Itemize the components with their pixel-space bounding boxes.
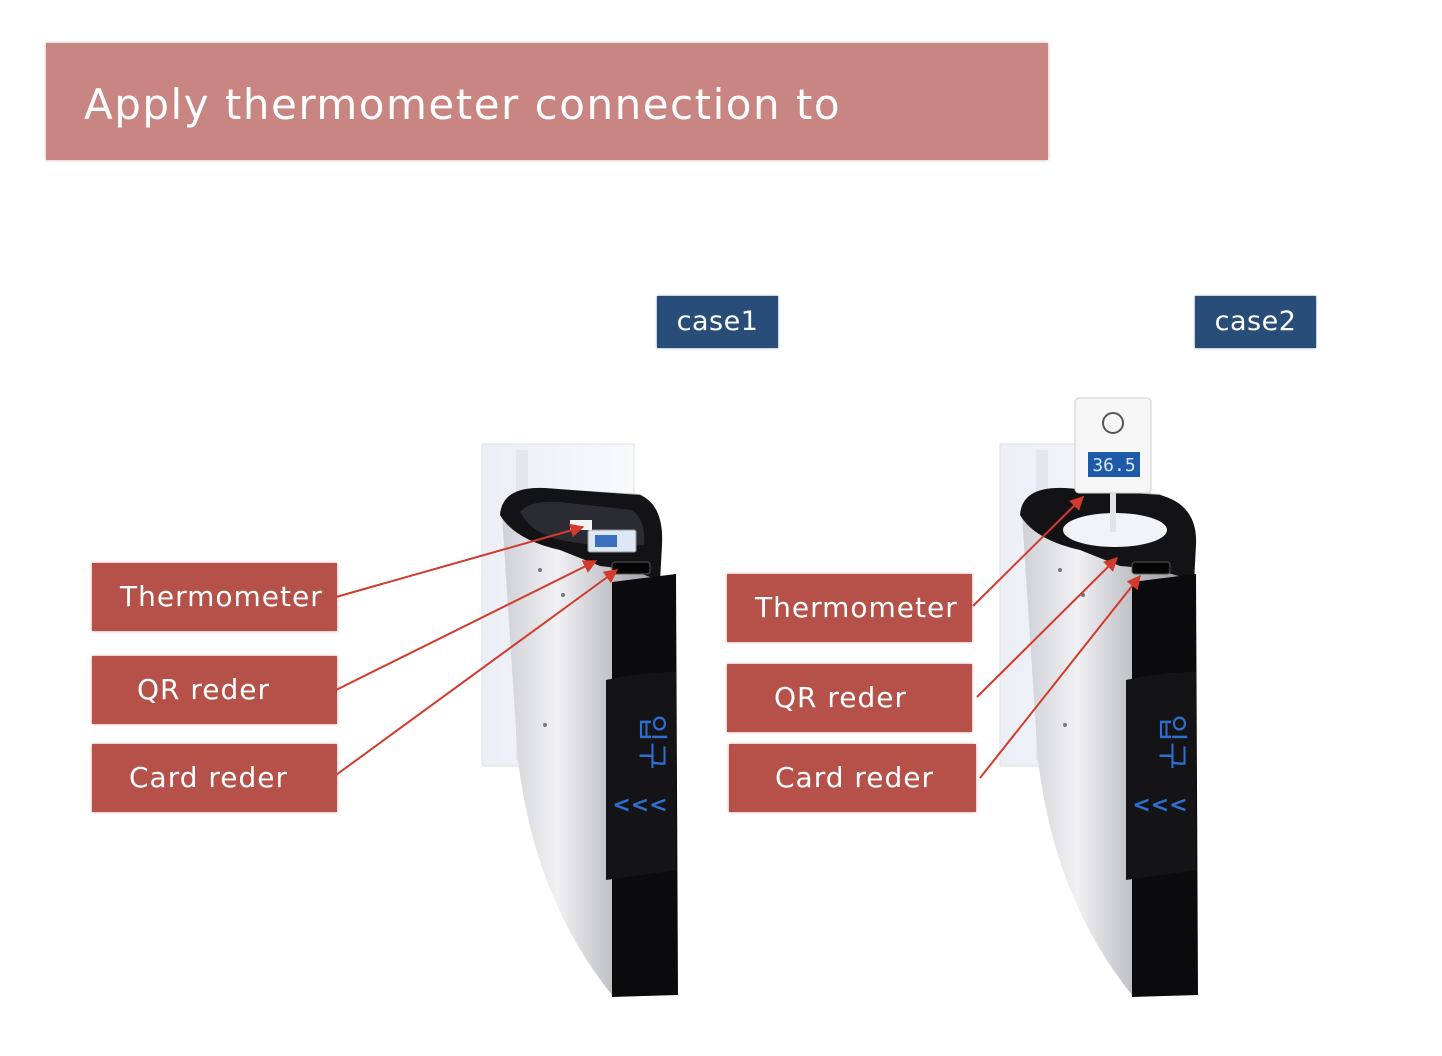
thermometer-display-value: 36.5 — [1092, 455, 1135, 476]
leader-line-qr-case1 — [335, 560, 598, 691]
label-qr-reader-case1: QR reder — [92, 656, 337, 724]
rivet — [543, 723, 547, 727]
leader-line-card-case1 — [335, 569, 619, 776]
leader-line-thermometer-case1 — [335, 523, 585, 598]
label-thermometer-case2: Thermometer — [727, 574, 972, 642]
leader-line-qr-case2 — [976, 557, 1118, 698]
page-title: Apply thermometer connection to Gateway — [84, 80, 842, 252]
label-card-reader-case1: Card reder — [92, 744, 337, 812]
title-banner: Apply thermometer connection to Gateway — [46, 43, 1048, 252]
gate-steel-body — [502, 488, 660, 995]
gate-steel-body — [1022, 488, 1180, 995]
thermometer-screen — [1088, 452, 1140, 477]
leader-line-card-case2 — [979, 574, 1141, 779]
gate-entrance-sign: 입구 — [1154, 714, 1189, 769]
thermometer-stand-pole — [1110, 490, 1116, 532]
case1-badge: case1 — [657, 296, 778, 348]
label-thermometer-case1: Thermometer — [92, 563, 337, 631]
label-qr-reader-case2: QR reder — [727, 664, 972, 732]
card-reader-device — [611, 561, 651, 575]
gate-entrance-sign: 입구 — [634, 714, 669, 769]
rivet — [538, 568, 542, 572]
thermometer-screen — [595, 535, 617, 547]
rivet — [1058, 568, 1062, 572]
leader-line-thermometer-case2 — [972, 496, 1084, 607]
label-card-reader-case2: Card reder — [729, 744, 976, 812]
rivet — [561, 593, 565, 597]
card-reader-device — [1131, 561, 1171, 575]
rivet — [1063, 723, 1067, 727]
gate-direction-arrows: <<< — [612, 793, 667, 818]
case2-badge: case2 — [1195, 296, 1316, 348]
gate-sign-panel — [1126, 672, 1196, 880]
gate-sign-panel — [606, 672, 676, 880]
thermometer-sensor-icon — [1102, 412, 1124, 434]
gate-direction-arrows: <<< — [1132, 793, 1187, 818]
gate-case2: 36.5 입구 <<< — [999, 397, 1198, 997]
